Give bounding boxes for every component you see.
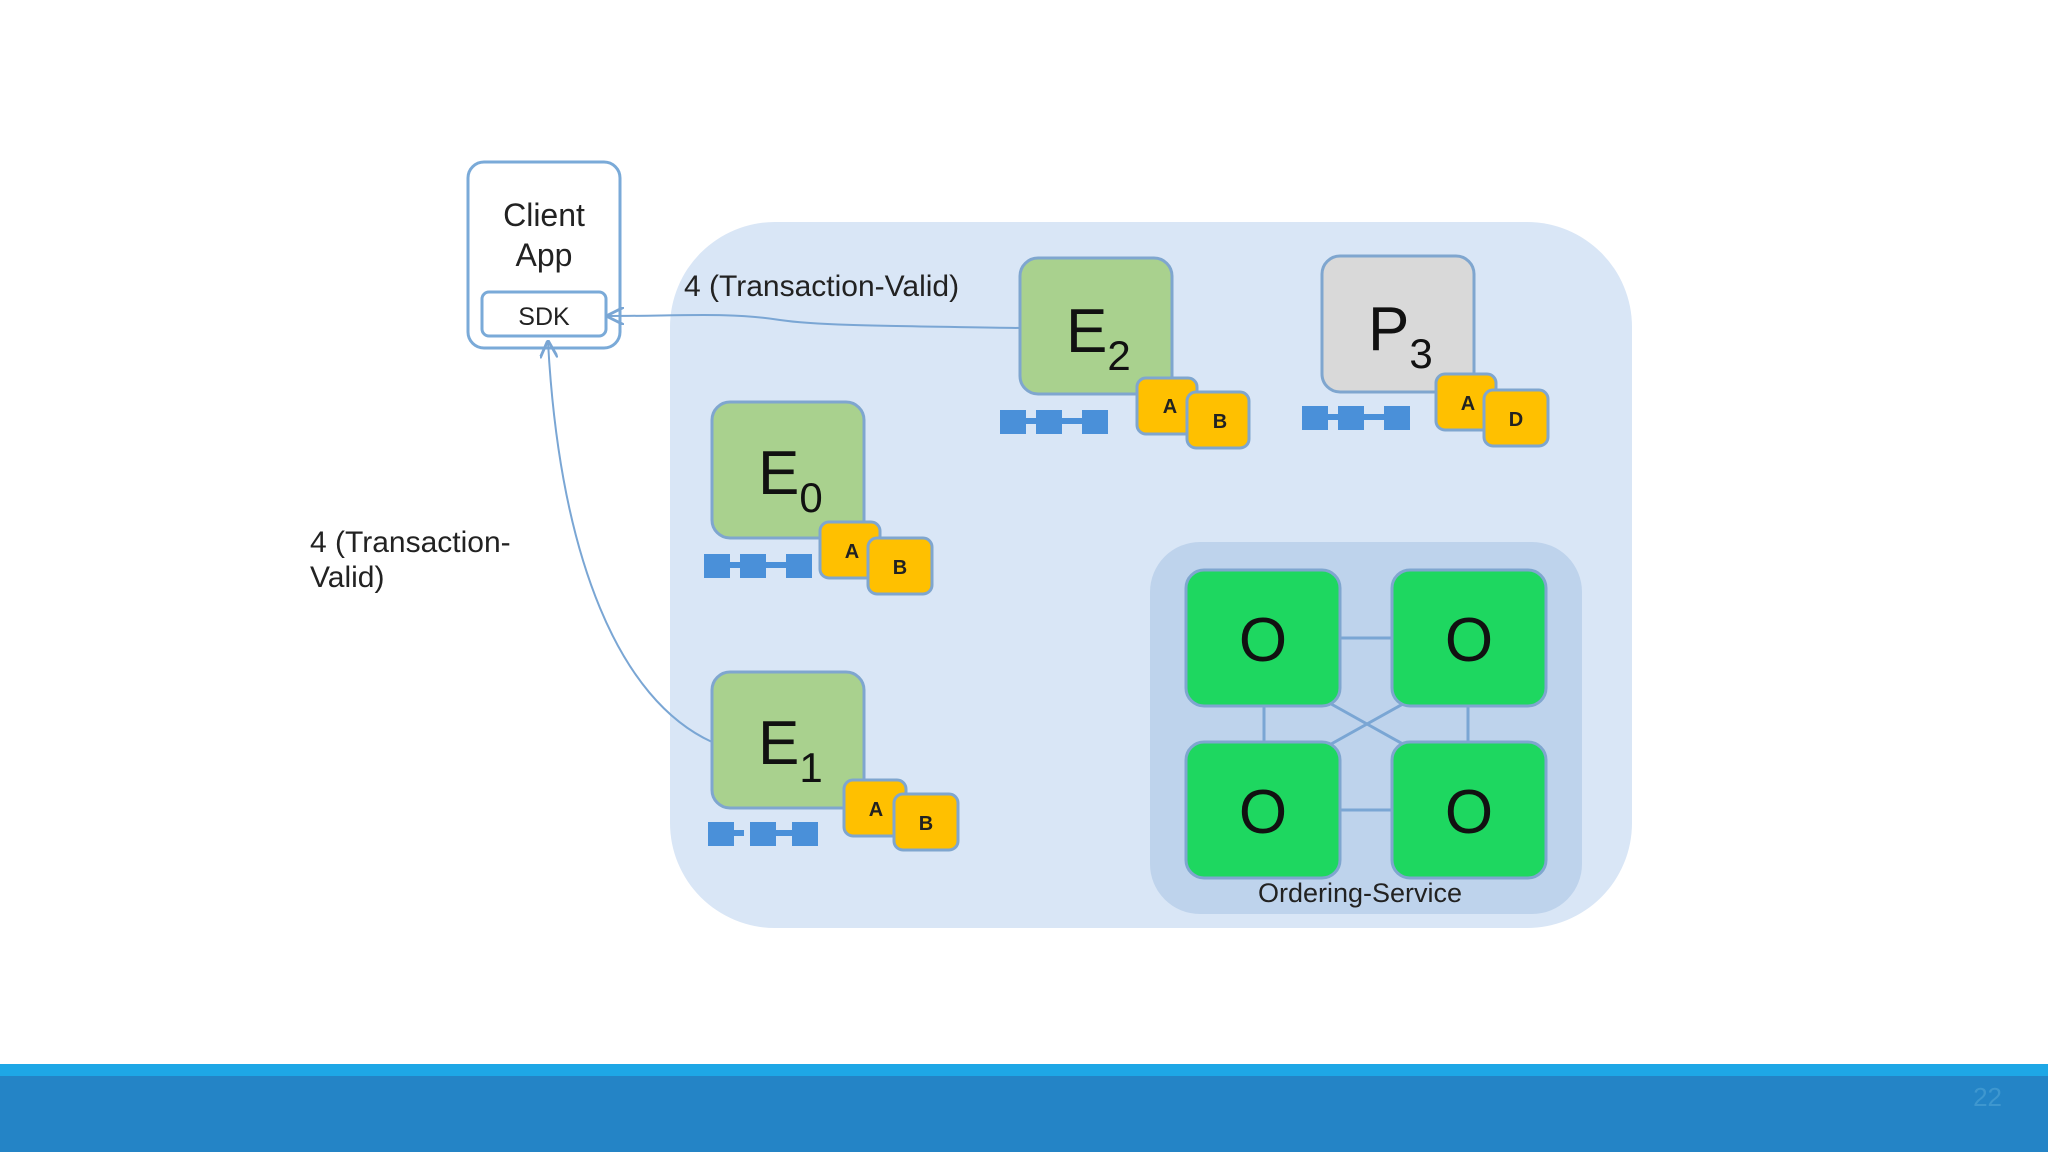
- client-app: Client App SDK: [466, 160, 622, 350]
- peer-e2-label: E2: [1066, 297, 1131, 379]
- orderer-label: O: [1239, 606, 1287, 675]
- orderer-connections: [1262, 636, 1470, 812]
- chaincode-a-label: A: [1461, 393, 1475, 415]
- orderer-node: O: [1184, 740, 1342, 880]
- orderer-node: O: [1390, 740, 1548, 880]
- peer-e1: E1 A B: [708, 670, 960, 852]
- chaincode-a-label: A: [845, 541, 859, 563]
- ledger-chain-icon: [704, 554, 812, 578]
- chaincode-b-badge: [892, 792, 960, 852]
- orderer-node: O: [1390, 568, 1548, 708]
- orderer-label: O: [1445, 606, 1493, 675]
- sdk-box: [480, 290, 608, 338]
- chaincode-a-label: A: [1163, 396, 1177, 418]
- chaincode-b-label: B: [1213, 411, 1227, 433]
- client-app-subtitle: App: [516, 237, 573, 273]
- arrow-e1-to-sdk: [548, 342, 713, 743]
- peer-p3-label: P3: [1368, 295, 1433, 377]
- ledger-chain-icon: [708, 822, 818, 846]
- sdk-label: SDK: [518, 303, 570, 331]
- orderer-node: O: [1184, 568, 1342, 708]
- arrow-left-label-line1: 4 (Transaction-: [310, 526, 511, 559]
- ledger-chain-icon: [1302, 406, 1410, 430]
- footer-accent-strip: [0, 1064, 2048, 1076]
- ledger-chain-icon: [1000, 410, 1108, 434]
- chaincode-b-badge: [866, 536, 934, 596]
- client-app-title: Client: [503, 197, 585, 233]
- chaincode-d-badge: [1482, 388, 1550, 448]
- chaincode-b-label: B: [893, 557, 907, 579]
- orderer-label: O: [1445, 778, 1493, 847]
- peer-e0-label: E0: [758, 439, 823, 521]
- chaincode-d-label: D: [1509, 409, 1523, 431]
- peer-e2: E2 A B: [1000, 256, 1251, 450]
- chaincode-b-badge: [1185, 390, 1251, 450]
- arrow-left-label-line2: Valid): [310, 561, 384, 594]
- chaincode-b-label: B: [919, 813, 933, 835]
- footer-bar: [0, 1076, 2048, 1152]
- page-number: 22: [1973, 1082, 2002, 1112]
- arrow-top-label: 4 (Transaction-Valid): [684, 270, 959, 303]
- orderer-label: O: [1239, 778, 1287, 847]
- chaincode-a-label: A: [869, 799, 883, 821]
- peer-e0: E0 A B: [704, 400, 934, 596]
- ordering-service-label: Ordering-Service: [1258, 878, 1462, 908]
- peer-e1-label: E1: [758, 709, 823, 791]
- peer-p3: P3 A D: [1302, 254, 1550, 448]
- arrow-e2-to-sdk: [608, 315, 1021, 329]
